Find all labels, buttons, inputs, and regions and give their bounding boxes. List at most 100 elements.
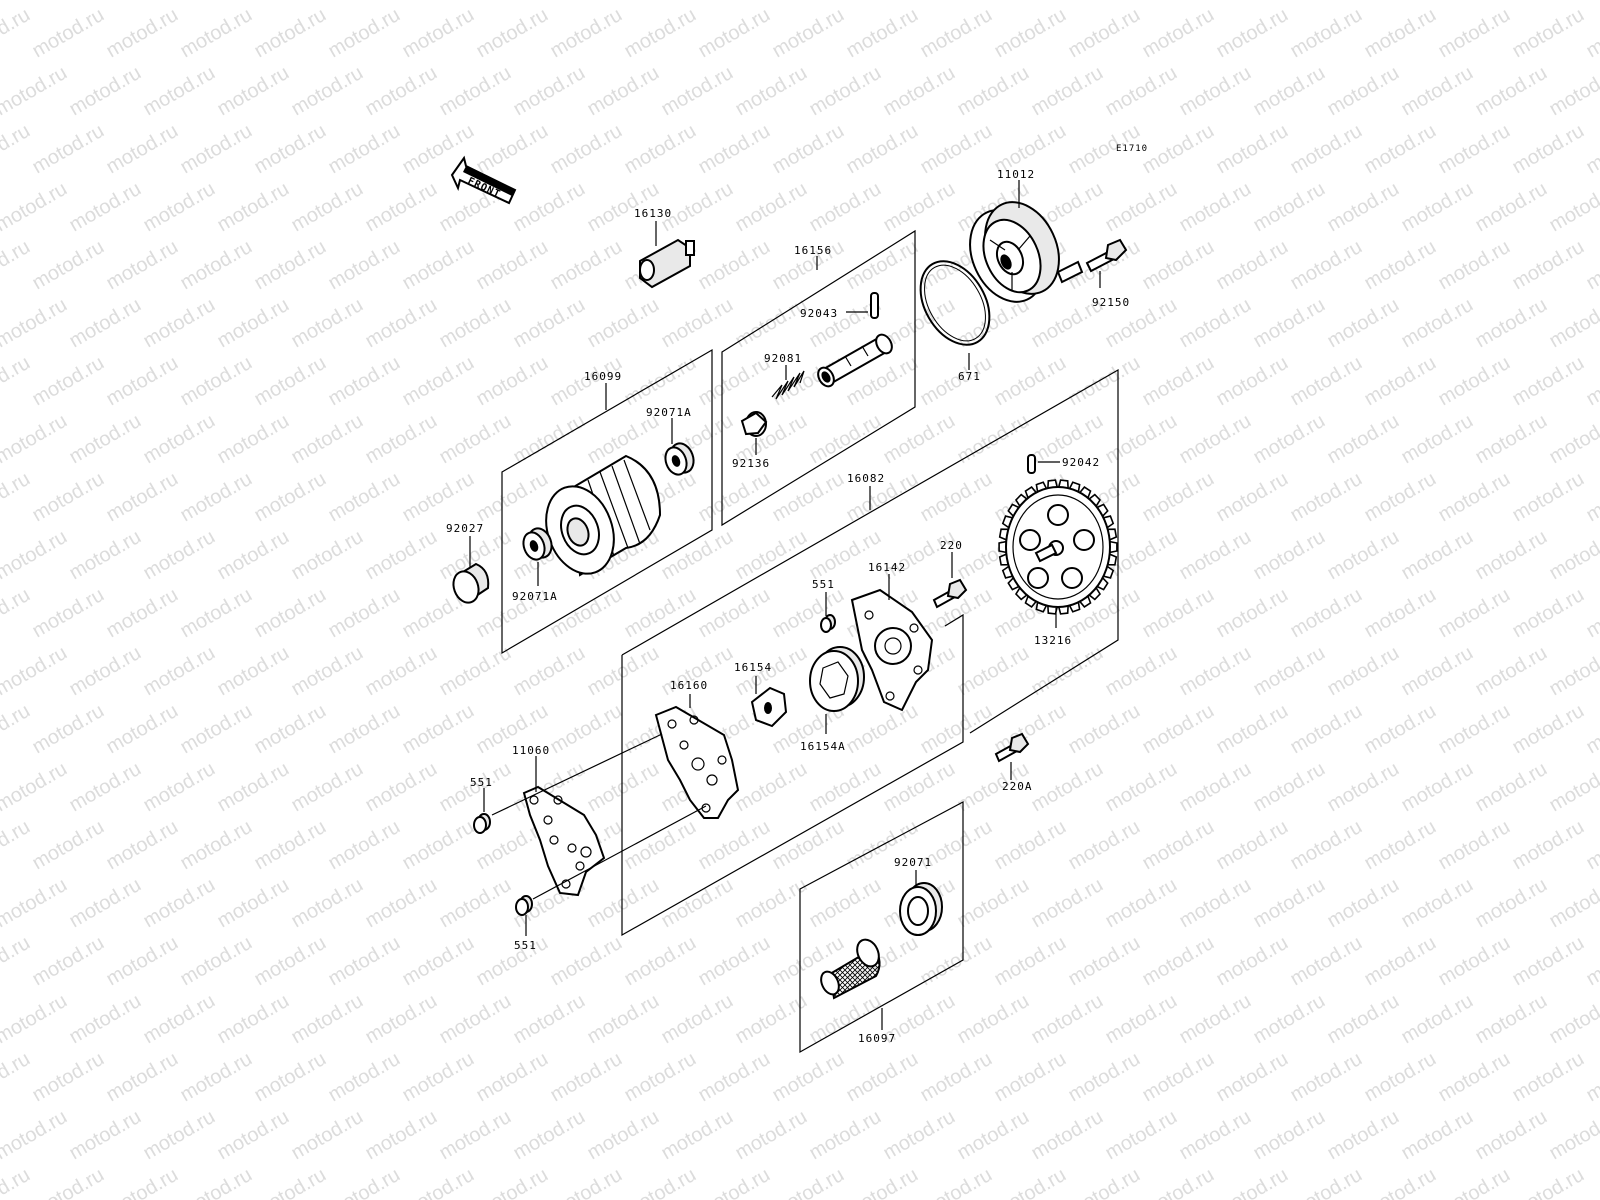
- watermark-text: motod.ru: [1250, 758, 1329, 817]
- watermark-text: motod.ru: [1139, 1164, 1218, 1200]
- watermark-text: motod.ru: [658, 62, 737, 121]
- part-labels: E1710 16130 16156 11012 92150 92043 9208…: [446, 144, 1148, 1045]
- watermark-text: motod.ru: [1361, 4, 1440, 63]
- watermark-text: motod.ru: [769, 4, 848, 63]
- watermark-text: motod.ru: [473, 1048, 552, 1107]
- watermark-text: motod.ru: [621, 120, 700, 179]
- watermark-text: motod.ru: [1176, 526, 1255, 585]
- watermark-text: motod.ru: [66, 62, 145, 121]
- watermark-text: motod.ru: [954, 0, 1033, 4]
- watermark-text: motod.ru: [991, 4, 1070, 63]
- label-551-top: 551: [812, 578, 835, 591]
- watermark-text: motod.ru: [1583, 932, 1600, 991]
- watermark-text: motod.ru: [954, 990, 1033, 1049]
- bolt-220: [932, 578, 968, 609]
- watermark-text: motod.ru: [251, 816, 330, 875]
- watermark-text: motod.ru: [1213, 120, 1292, 179]
- watermark-text: motod.ru: [140, 0, 219, 4]
- watermark-text: motod.ru: [510, 294, 589, 353]
- watermark-text: motod.ru: [1065, 1048, 1144, 1107]
- watermark-text: motod.ru: [1472, 410, 1551, 469]
- watermark-text: motod.ru: [177, 584, 256, 643]
- label-92136: 92136: [732, 457, 770, 470]
- watermark-text: motod.ru: [1509, 120, 1588, 179]
- watermark-text: motod.ru: [732, 758, 811, 817]
- label-92071A-bottom: 92071A: [512, 590, 558, 603]
- watermark-text: motod.ru: [1250, 526, 1329, 585]
- watermark-text: motod.ru: [843, 1164, 922, 1200]
- watermark-text: motod.ru: [362, 758, 441, 817]
- watermark-text: motod.ru: [325, 468, 404, 527]
- watermark-text: motod.ru: [1028, 874, 1107, 933]
- watermark-text: motod.ru: [436, 410, 515, 469]
- watermark-text: motod.ru: [1435, 236, 1514, 295]
- watermark-text: motod.ru: [288, 410, 367, 469]
- watermark-text: motod.ru: [1102, 642, 1181, 701]
- watermark-text: motod.ru: [991, 1048, 1070, 1107]
- watermark-text: motod.ru: [1139, 932, 1218, 991]
- watermark-text: motod.ru: [806, 178, 885, 237]
- watermark-text: motod.ru: [1065, 816, 1144, 875]
- watermark-text: motod.ru: [621, 1164, 700, 1200]
- watermark-text: motod.ru: [0, 236, 34, 295]
- diagram-code: E1710: [1116, 144, 1148, 154]
- watermark-text: motod.ru: [1509, 1048, 1588, 1107]
- watermark-text: motod.ru: [1028, 758, 1107, 817]
- watermark-text: motod.ru: [140, 294, 219, 353]
- watermark-text: motod.ru: [1139, 1048, 1218, 1107]
- watermark-text: motod.ru: [1287, 816, 1366, 875]
- watermark-text: motod.ru: [732, 62, 811, 121]
- bolt-92150: [1085, 238, 1128, 273]
- watermark-text: motod.ru: [584, 62, 663, 121]
- watermark-text: motod.ru: [1546, 526, 1600, 585]
- watermark-text: motod.ru: [177, 236, 256, 295]
- watermark-text: motod.ru: [1324, 294, 1403, 353]
- watermark-text: motod.ru: [1324, 1106, 1403, 1165]
- watermark-text: motod.ru: [251, 700, 330, 759]
- watermark-text: motod.ru: [1250, 1106, 1329, 1165]
- watermark-text: motod.ru: [917, 1164, 996, 1200]
- label-92150: 92150: [1092, 296, 1130, 309]
- watermark-text: motod.ru: [0, 178, 71, 237]
- watermark-text: motod.ru: [140, 758, 219, 817]
- watermark-text: motod.ru: [1287, 468, 1366, 527]
- watermark-text: motod.ru: [362, 1106, 441, 1165]
- watermark-text: motod.ru: [1176, 990, 1255, 1049]
- watermark-text: motod.ru: [473, 4, 552, 63]
- watermark-text: motod.ru: [325, 1164, 404, 1200]
- watermark-text: motod.ru: [880, 0, 959, 4]
- watermark-text: motod.ru: [584, 990, 663, 1049]
- watermark-text: motod.ru: [1435, 700, 1514, 759]
- watermark-text: motod.ru: [436, 874, 515, 933]
- watermark-text: motod.ru: [954, 642, 1033, 701]
- watermark-text: motod.ru: [1213, 816, 1292, 875]
- label-92071: 92071: [894, 856, 932, 869]
- watermark-text: motod.ru: [1102, 62, 1181, 121]
- watermark-text: motod.ru: [547, 584, 626, 643]
- watermark-text: motod.ru: [1139, 468, 1218, 527]
- watermark-text: motod.ru: [140, 874, 219, 933]
- o-ring-671: [919, 260, 991, 346]
- watermark-text: motod.ru: [1139, 816, 1218, 875]
- watermark-text: motod.ru: [66, 758, 145, 817]
- watermark-text: motod.ru: [1583, 1048, 1600, 1107]
- watermark-text: motod.ru: [0, 932, 34, 991]
- watermark-text: motod.ru: [1065, 4, 1144, 63]
- frame-16082: [621, 368, 1119, 734]
- watermark-text: motod.ru: [1361, 1164, 1440, 1200]
- watermark-text: motod.ru: [0, 1164, 34, 1200]
- watermark-text: motod.ru: [732, 526, 811, 585]
- watermark-text: motod.ru: [658, 990, 737, 1049]
- watermark-text: motod.ru: [177, 816, 256, 875]
- watermark-text: motod.ru: [473, 468, 552, 527]
- watermark-text: motod.ru: [103, 236, 182, 295]
- watermark-text: motod.ru: [214, 874, 293, 933]
- watermark-text: motod.ru: [436, 62, 515, 121]
- watermark-text: motod.ru: [0, 642, 71, 701]
- watermark-text: motod.ru: [1250, 178, 1329, 237]
- gasket-11060: [522, 785, 606, 897]
- label-16154A: 16154A: [800, 740, 846, 753]
- watermark-text: motod.ru: [177, 4, 256, 63]
- watermark-text: motod.ru: [1250, 990, 1329, 1049]
- watermark-text: motod.ru: [695, 352, 774, 411]
